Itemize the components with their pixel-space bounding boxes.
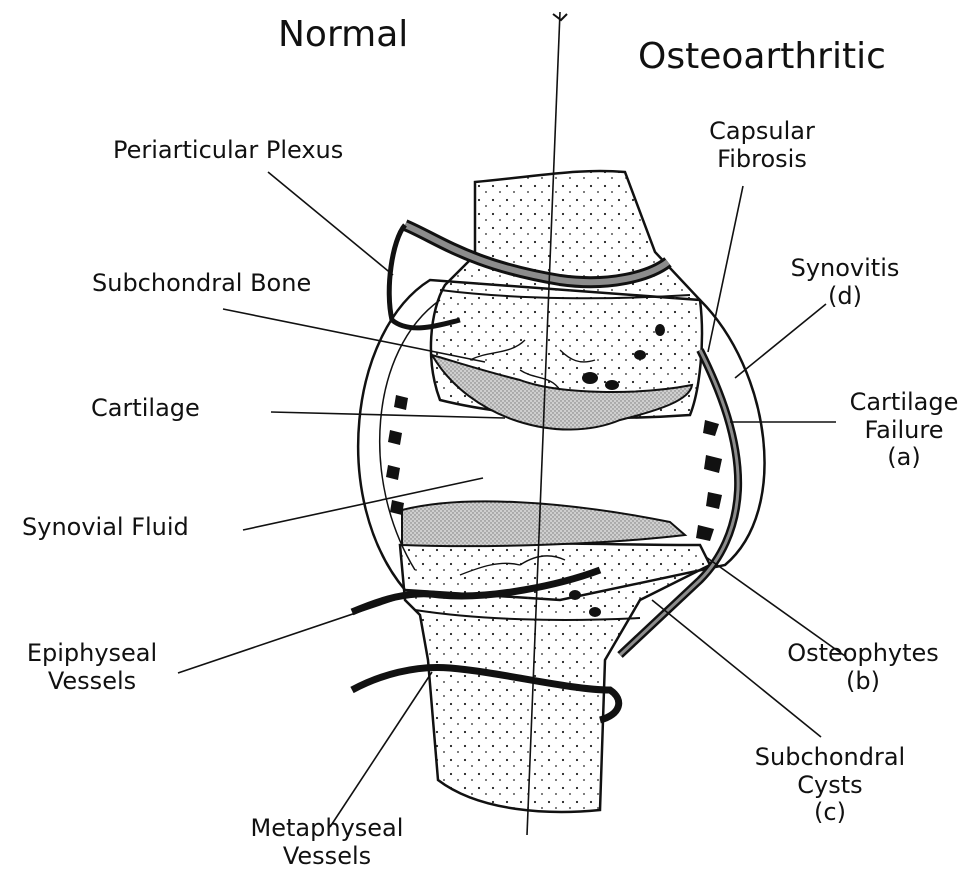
subchondral-cysts-line-3: (c) (735, 799, 925, 827)
osteophytes-label: Osteophytes (b) (768, 640, 958, 695)
metaphyseal-vessels-line-2: Vessels (232, 843, 422, 871)
epiphyseal-vessels-line-1: Epiphyseal (12, 640, 172, 668)
normal-heading: Normal (278, 14, 408, 55)
osteophytes-line-1: Osteophytes (768, 640, 958, 668)
subchondral-cysts-line-2: Cysts (735, 772, 925, 800)
cartilage-failure-line-2: Failure (834, 417, 974, 445)
osteophytes-line-2: (b) (768, 668, 958, 696)
subchondral-bone-label: Subchondral Bone (92, 270, 311, 298)
capsular-fibrosis-label: Capsular Fibrosis (692, 118, 832, 173)
cartilage-failure-line-3: (a) (834, 444, 974, 472)
synovitis-label: Synovitis (d) (770, 255, 920, 310)
subchondral-cysts-label: Subchondral Cysts (c) (735, 744, 925, 827)
cartilage-label: Cartilage (91, 395, 200, 423)
subchondral-cysts-line-1: Subchondral (735, 744, 925, 772)
synovitis-line-2: (d) (770, 283, 920, 311)
periarticular-plexus-label: Periarticular Plexus (113, 137, 343, 165)
synovial-fluid-label: Synovial Fluid (22, 514, 189, 542)
capsular-fibrosis-line-1: Capsular (692, 118, 832, 146)
epiphyseal-vessels-label: Epiphyseal Vessels (12, 640, 172, 695)
cartilage-failure-line-1: Cartilage (834, 389, 974, 417)
epiphyseal-vessels-line-2: Vessels (12, 668, 172, 696)
lower-cartilage (402, 501, 685, 546)
osteoarthritic-heading: Osteoarthritic (638, 36, 886, 77)
metaphyseal-vessels-label: Metaphyseal Vessels (232, 815, 422, 870)
metaphyseal-vessels-line-1: Metaphyseal (232, 815, 422, 843)
synovitis-line-1: Synovitis (770, 255, 920, 283)
capsular-fibrosis-line-2: Fibrosis (692, 146, 832, 174)
cartilage-failure-label: Cartilage Failure (a) (834, 389, 974, 472)
osteophyte-blocks (696, 420, 722, 541)
